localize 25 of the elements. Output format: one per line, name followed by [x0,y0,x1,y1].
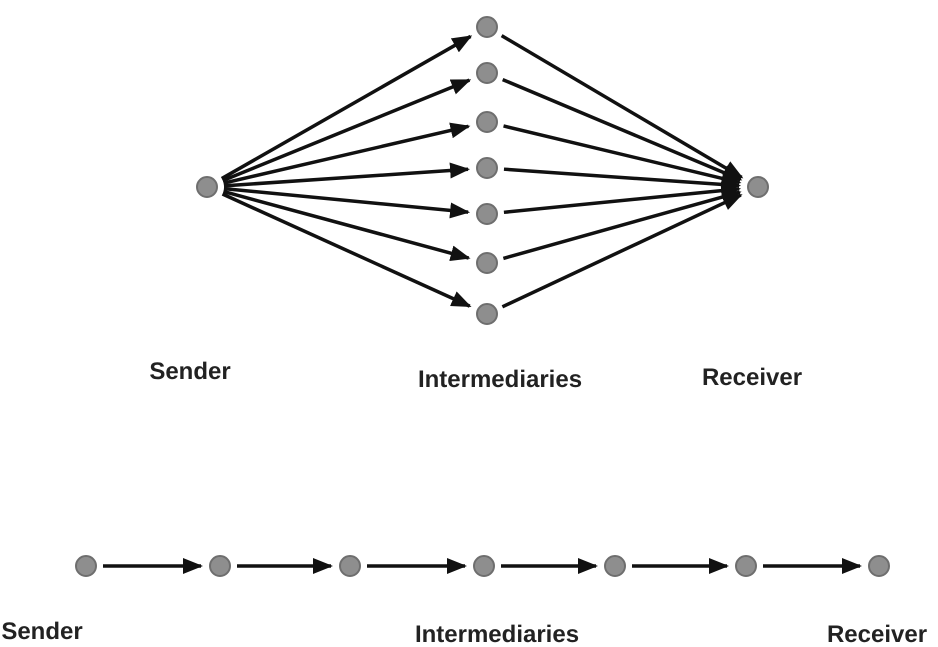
group-label: Intermediaries [414,620,580,647]
arrow [222,192,472,308]
arrow [503,124,742,186]
arrow [237,558,333,574]
group-label: Sender [149,357,231,387]
arrow [222,190,471,262]
arrow [103,558,203,574]
arrow [224,186,470,218]
group-label: Sender [1,617,83,647]
arrow [632,558,729,574]
arrow [223,122,470,185]
arrow [763,558,862,574]
arrow [502,193,743,308]
group-label: Intermediaries [418,365,582,395]
group-label: Receiver [826,620,928,647]
arrow [367,558,467,574]
arrow [502,78,742,182]
arrow [501,558,598,574]
arrow [502,189,742,260]
group-label: Receiver [702,363,802,393]
arrow [224,162,470,188]
arrow [220,34,472,180]
arrow [504,182,742,214]
arrow [222,78,472,182]
arrow [500,34,744,179]
